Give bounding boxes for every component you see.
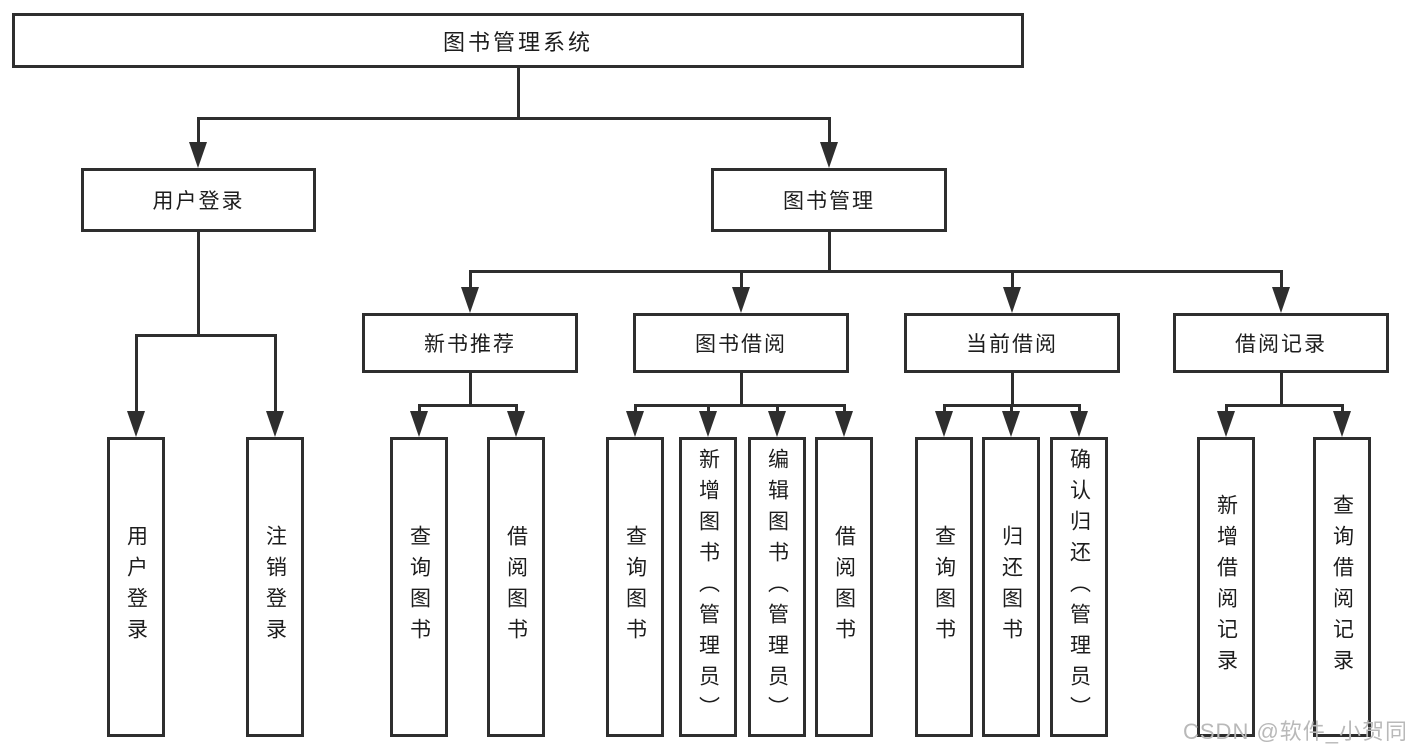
connector-line <box>417 403 518 407</box>
leaf-current-confirm-return-label: 确认归还（管理员） <box>1067 447 1091 727</box>
leaf-borrow-query: 查询图书 <box>606 437 664 737</box>
node-book-borrow-label: 图书借阅 <box>695 333 787 356</box>
connector-line <box>196 116 831 120</box>
leaf-newbook-borrow: 借阅图书 <box>487 437 545 737</box>
leaf-borrow-add-book-label: 新增图书（管理员） <box>696 447 720 727</box>
connector-line <box>1224 405 1228 413</box>
connector-line <box>516 68 520 119</box>
node-user-login: 用户登录 <box>81 168 316 232</box>
arrowhead-down-icon <box>626 411 644 437</box>
connector-line <box>273 335 277 412</box>
leaf-current-return-label: 归还图书 <box>999 525 1023 649</box>
node-current-borrow: 当前借阅 <box>904 313 1120 373</box>
arrowhead-down-icon <box>699 411 717 437</box>
connector-line <box>1010 271 1014 288</box>
arrowhead-down-icon <box>820 142 838 168</box>
connector-line <box>1279 373 1283 406</box>
arrowhead-down-icon <box>835 411 853 437</box>
connector-line <box>196 232 200 336</box>
connector-line <box>633 403 846 407</box>
node-book-management-label: 图书管理 <box>783 190 875 213</box>
connector-line <box>1077 405 1081 413</box>
connector-line <box>134 333 277 337</box>
arrowhead-down-icon <box>507 411 525 437</box>
leaf-current-query-label: 查询图书 <box>932 525 956 649</box>
node-current-borrow-label: 当前借阅 <box>966 333 1058 356</box>
connector-line <box>134 335 138 412</box>
leaf-borrow-borrow-book: 借阅图书 <box>815 437 873 737</box>
leaf-logout-label: 注销登录 <box>263 525 287 649</box>
csdn-watermark: CSDN @软件_小贺同学 <box>1183 719 1405 744</box>
arrowhead-down-icon <box>410 411 428 437</box>
node-book-management: 图书管理 <box>711 168 947 232</box>
leaf-current-return: 归还图书 <box>982 437 1040 737</box>
arrowhead-down-icon <box>1003 287 1021 313</box>
leaf-borrow-add-book: 新增图书（管理员） <box>679 437 737 737</box>
arrowhead-down-icon <box>1217 411 1235 437</box>
arrowhead-down-icon <box>1333 411 1351 437</box>
leaf-record-query-label: 查询借阅记录 <box>1330 494 1354 680</box>
leaf-record-query: 查询借阅记录 <box>1313 437 1371 737</box>
leaf-current-confirm-return: 确认归还（管理员） <box>1050 437 1108 737</box>
connector-line <box>1279 271 1283 288</box>
connector-line <box>739 373 743 406</box>
node-book-borrow: 图书借阅 <box>633 313 849 373</box>
arrowhead-down-icon <box>1272 287 1290 313</box>
connector-line <box>468 271 472 288</box>
node-new-book-recommend-label: 新书推荐 <box>424 333 516 356</box>
connector-line <box>468 373 472 406</box>
leaf-borrow-query-label: 查询图书 <box>623 525 647 649</box>
connector-line <box>827 232 831 273</box>
node-borrow-record: 借阅记录 <box>1173 313 1389 373</box>
connector-line <box>842 405 846 413</box>
connector-line <box>775 405 779 413</box>
connector-line <box>1224 403 1344 407</box>
arrowhead-down-icon <box>266 411 284 437</box>
connector-line <box>1010 373 1014 406</box>
arrowhead-down-icon <box>1070 411 1088 437</box>
leaf-record-add-label: 新增借阅记录 <box>1214 494 1238 680</box>
connector-line <box>514 405 518 413</box>
arrowhead-down-icon <box>1002 411 1020 437</box>
leaf-user-login: 用户登录 <box>107 437 165 737</box>
connector-line <box>739 271 743 288</box>
arrowhead-down-icon <box>189 142 207 168</box>
leaf-newbook-query: 查询图书 <box>390 437 448 737</box>
node-user-login-label: 用户登录 <box>152 190 245 213</box>
leaf-borrow-edit-book-label: 编辑图书（管理员） <box>765 447 789 727</box>
leaf-borrow-borrow-book-label: 借阅图书 <box>832 525 856 649</box>
leaf-borrow-edit-book: 编辑图书（管理员） <box>748 437 806 737</box>
arrowhead-down-icon <box>732 287 750 313</box>
connector-line <box>942 405 946 413</box>
connector-line <box>417 405 421 413</box>
connector-line <box>633 405 637 413</box>
connector-line <box>196 118 200 144</box>
leaf-record-add: 新增借阅记录 <box>1197 437 1255 737</box>
connector-line <box>706 405 710 413</box>
arrowhead-down-icon <box>127 411 145 437</box>
arrowhead-down-icon <box>768 411 786 437</box>
arrowhead-down-icon <box>461 287 479 313</box>
leaf-newbook-borrow-label: 借阅图书 <box>504 525 528 649</box>
leaf-current-query: 查询图书 <box>915 437 973 737</box>
connector-line <box>1340 405 1344 413</box>
node-new-book-recommend: 新书推荐 <box>362 313 578 373</box>
node-borrow-record-label: 借阅记录 <box>1235 333 1327 356</box>
leaf-newbook-query-label: 查询图书 <box>407 525 431 649</box>
node-root: 图书管理系统 <box>12 13 1024 68</box>
connector-line <box>1009 405 1013 413</box>
leaf-user-login-label: 用户登录 <box>124 525 148 649</box>
connector-line <box>468 270 1283 273</box>
connector-line <box>827 118 831 144</box>
arrowhead-down-icon <box>935 411 953 437</box>
leaf-logout: 注销登录 <box>246 437 304 737</box>
node-root-label: 图书管理系统 <box>442 29 593 55</box>
